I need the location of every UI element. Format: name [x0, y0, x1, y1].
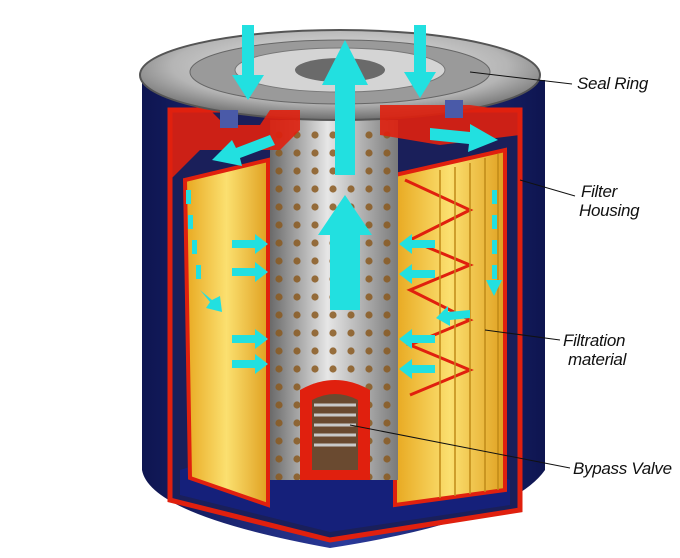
label-filtration-line1: Filtration — [563, 331, 626, 350]
oil-flow-arrows — [186, 25, 502, 379]
downward-dashed-arrows — [186, 190, 502, 312]
label-filter-housing-line2: Housing — [579, 201, 640, 220]
arrow-right-top-icon — [430, 124, 498, 152]
seal-ring — [445, 100, 463, 118]
arrow-down-right-icon — [404, 25, 436, 98]
label-filter-housing-line1: Filter — [581, 182, 617, 201]
arrow-down-left-icon — [232, 25, 264, 100]
arrow-up-large-icon — [322, 40, 368, 175]
bypass-valve — [300, 380, 370, 480]
arrow-up-center-icon — [318, 195, 372, 310]
right-inward-arrows — [399, 234, 470, 379]
label-filtration-line2: material — [568, 350, 627, 369]
arrow-left-top-icon — [212, 135, 275, 166]
label-bypass-valve: Bypass Valve — [573, 459, 672, 478]
left-inward-arrows — [232, 234, 268, 374]
leader-lines — [349, 71, 576, 469]
label-seal-ring: Seal Ring — [577, 74, 649, 93]
